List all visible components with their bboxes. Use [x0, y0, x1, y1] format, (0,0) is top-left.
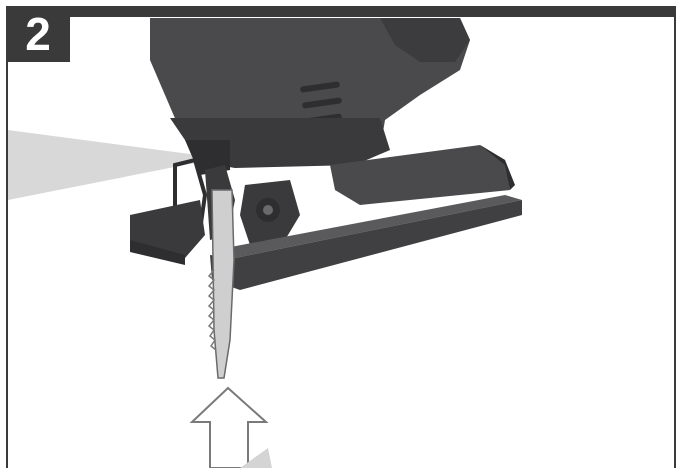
arrow-up-icon — [189, 386, 269, 468]
jigsaw-body — [150, 18, 470, 175]
base-plate — [130, 145, 522, 290]
saw-blade — [207, 189, 235, 379]
top-header-bar — [6, 6, 676, 17]
callout-wedge — [8, 130, 220, 200]
frame-left-border — [6, 6, 8, 468]
frame-right-border — [674, 6, 676, 468]
step-number-badge: 2 — [6, 6, 70, 62]
callout-tip — [240, 448, 272, 468]
